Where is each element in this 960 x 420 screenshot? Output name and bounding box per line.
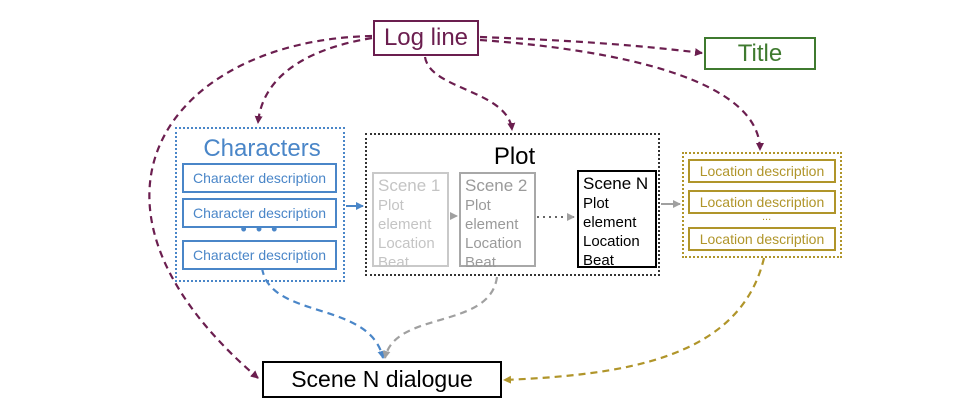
scene-line: element	[583, 214, 637, 231]
scene-2-node: Scene 2 Plot element Location Beat	[459, 172, 536, 271]
arrow-logline-to-plot	[423, 56, 516, 131]
plot-group: Plot	[365, 133, 660, 276]
scene-title: Scene N	[583, 174, 649, 193]
scene-line: Beat	[378, 254, 409, 271]
character-description-label: Character description	[192, 205, 327, 221]
location-description-node: Location description	[688, 159, 836, 183]
characters-group: Characters	[175, 127, 345, 282]
scene-line: Location	[583, 233, 640, 250]
character-description-node: Character description	[182, 198, 337, 228]
scene-line: element	[465, 216, 519, 233]
location-description-node: Location description	[688, 190, 836, 214]
plot-heading: Plot	[493, 143, 536, 170]
character-description-label: Character description	[192, 247, 327, 263]
location-description-label: Location description	[699, 163, 825, 179]
scene-line: Location	[465, 235, 522, 252]
character-description-node: Character description	[182, 240, 337, 270]
scene-1-node: Scene 1 Plot element Location Beat	[372, 172, 449, 271]
scene-line: Plot	[378, 197, 404, 214]
log-line-label: Log line	[383, 24, 469, 51]
location-description-label: Location description	[699, 194, 825, 210]
locations-group	[682, 152, 842, 258]
character-description-node: Character description	[182, 163, 337, 193]
log-line-node: Log line	[373, 20, 479, 56]
arrow-plot-to-dialogue	[382, 276, 499, 359]
scene-n-node: Scene N Plot element Location Beat	[577, 170, 657, 269]
scene-dialogue-label: Scene N dialogue	[291, 366, 473, 392]
arrow-characters-to-dialogue	[260, 267, 386, 359]
locations-ellipsis: ...	[762, 211, 772, 223]
arrow-location-to-dialogue	[503, 257, 766, 384]
scene-title: Scene 1	[378, 176, 441, 195]
location-description-node: Location description	[688, 227, 836, 251]
scene-line: Location	[378, 235, 435, 252]
characters-heading: Characters	[203, 135, 321, 162]
scene-dialogue-node: Scene N dialogue	[262, 361, 502, 398]
character-description-label: Character description	[192, 170, 327, 186]
title-label: Title	[737, 39, 783, 67]
location-description-label: Location description	[699, 231, 825, 247]
arrow-logline-to-characters	[254, 36, 373, 124]
arrow-logline-to-location	[479, 38, 764, 151]
characters-ellipsis: • • •	[240, 219, 280, 239]
title-node: Title	[704, 37, 816, 70]
arrow-logline-to-title	[479, 35, 703, 57]
scene-line: element	[378, 216, 432, 233]
scene-title: Scene 2	[465, 176, 528, 195]
scene-line: Plot	[583, 195, 609, 212]
arrow-logline-to-dialogue	[148, 34, 373, 379]
scene-line: Beat	[465, 254, 496, 271]
scene-line: Plot	[465, 197, 491, 214]
scene-line: Beat	[583, 252, 614, 269]
